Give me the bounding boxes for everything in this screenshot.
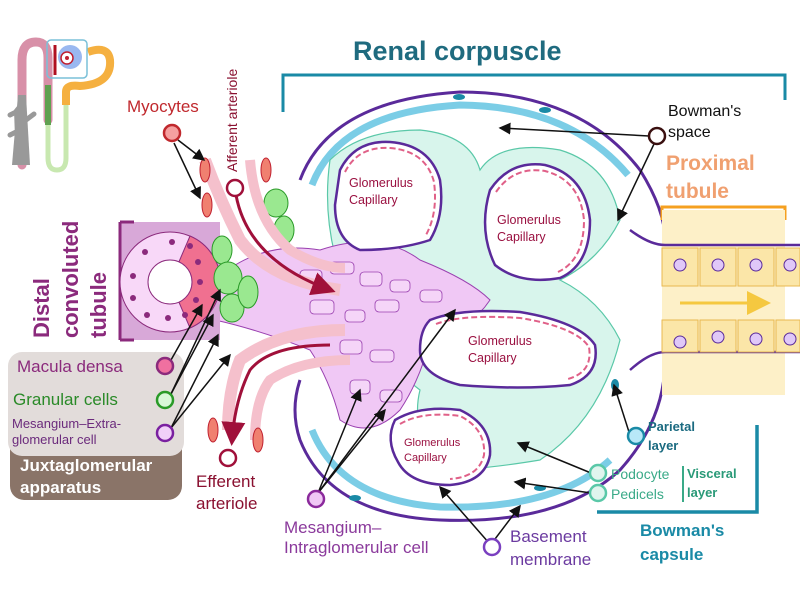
label-bowmans-capsule: Bowman's capsule bbox=[640, 519, 724, 567]
label-bs-line2: space bbox=[668, 123, 711, 141]
label-bm-line2: membrane bbox=[510, 549, 592, 569]
label-jga-line2: apparatus bbox=[20, 478, 102, 498]
label-pt-line1: Proximal bbox=[666, 152, 755, 175]
label-dct-line2: convoluted bbox=[57, 220, 83, 338]
label-myocytes: Myocytes bbox=[127, 97, 199, 116]
label-gc3-line2: Capillary bbox=[468, 350, 517, 365]
label-vis-line1: Visceral bbox=[687, 466, 737, 481]
label-efferent-arteriole: Efferent arteriole bbox=[196, 471, 257, 515]
label-mig-line2: Intraglomerular cell bbox=[284, 538, 429, 558]
label-mesangium-intraglomerular: Mesangium– Intraglomerular cell bbox=[284, 518, 429, 559]
label-pedicels: Pedicels bbox=[611, 486, 664, 502]
label-macula-densa: Macula densa bbox=[17, 357, 123, 376]
label-bm-line1: Basement bbox=[510, 527, 587, 546]
label-bc-line1: Bowman's bbox=[640, 521, 725, 540]
label-gc4-line1: Glomerulus bbox=[404, 437, 461, 449]
label-afferent-arteriole: Afferent arteriole bbox=[224, 68, 240, 172]
label-glomerulus-capillary-4: Glomerulus Capillary bbox=[404, 436, 460, 466]
label-par-line2: layer bbox=[648, 437, 679, 453]
nephron-inset-icon bbox=[7, 37, 115, 173]
label-pt-line2: tubule bbox=[666, 180, 729, 204]
label-eff-line2: arteriole bbox=[196, 494, 258, 514]
label-gc2-line2: Capillary bbox=[497, 229, 546, 244]
label-gc2-line1: Glomerulus bbox=[497, 213, 561, 227]
pointer-lines bbox=[170, 122, 655, 544]
capillary-endothelium bbox=[344, 146, 591, 480]
renal-corpuscle-bracket bbox=[281, 73, 787, 112]
label-glomerulus-capillary-3: Glomerulus Capillary bbox=[468, 333, 532, 367]
label-bc-line2: capsule bbox=[640, 544, 704, 564]
glomerulus-capillaries bbox=[333, 140, 597, 487]
label-vis-line2: layer bbox=[687, 484, 718, 500]
label-distal-convoluted-tubule: Distal convoluted tubule bbox=[28, 221, 114, 338]
label-juxtaglomerular-apparatus: Juxtaglomerular apparatus bbox=[20, 455, 152, 499]
label-bs-line1: Bowman's bbox=[668, 103, 742, 120]
label-dct-line3: tubule bbox=[86, 272, 112, 338]
juxtaglomerular-apparatus-box bbox=[8, 352, 184, 500]
label-markers bbox=[155, 123, 667, 557]
label-gc3-line1: Glomerulus bbox=[468, 334, 532, 348]
label-mex-line2: glomerular cell bbox=[12, 432, 97, 448]
label-dct-line1: Distal bbox=[29, 278, 54, 338]
label-podocyte: Podocyte bbox=[611, 466, 670, 482]
label-granular-cells: Granular cells bbox=[13, 390, 118, 409]
label-gc4-line2: Capillary bbox=[404, 451, 447, 464]
proximal-tubule bbox=[629, 205, 800, 395]
efferent-arteriole bbox=[207, 324, 351, 453]
label-bowmans-space: Bowman's space bbox=[668, 102, 741, 144]
label-basement-membrane: Basement membrane bbox=[510, 526, 591, 572]
bowmans-capsule-bracket bbox=[597, 425, 759, 514]
label-mesangium-extraglomerular: Mesangium–Extra- glomerular cell bbox=[12, 416, 121, 449]
label-gc1-line2: Capillary bbox=[349, 192, 398, 207]
label-eff-line1: Efferent bbox=[196, 472, 256, 491]
label-mex-line1: Mesangium–Extra- bbox=[12, 416, 122, 431]
label-mig-line1: Mesangium– bbox=[284, 518, 382, 537]
afferent-arteriole bbox=[199, 157, 346, 296]
label-parietal-layer: Parietal layer bbox=[648, 418, 695, 456]
label-glomerulus-capillary-1: Glomerulus Capillary bbox=[349, 175, 413, 209]
diagram-title: Renal corpuscle bbox=[353, 36, 562, 66]
label-gc1-line1: Glomerulus bbox=[349, 176, 413, 190]
label-par-line1: Parietal bbox=[648, 419, 695, 434]
label-visceral-layer: Visceral layer bbox=[687, 465, 737, 503]
label-glomerulus-capillary-2: Glomerulus Capillary bbox=[497, 212, 561, 246]
label-proximal-tubule: Proximal tubule bbox=[666, 150, 755, 207]
label-jga-line1: Juxtaglomerular bbox=[20, 456, 153, 475]
